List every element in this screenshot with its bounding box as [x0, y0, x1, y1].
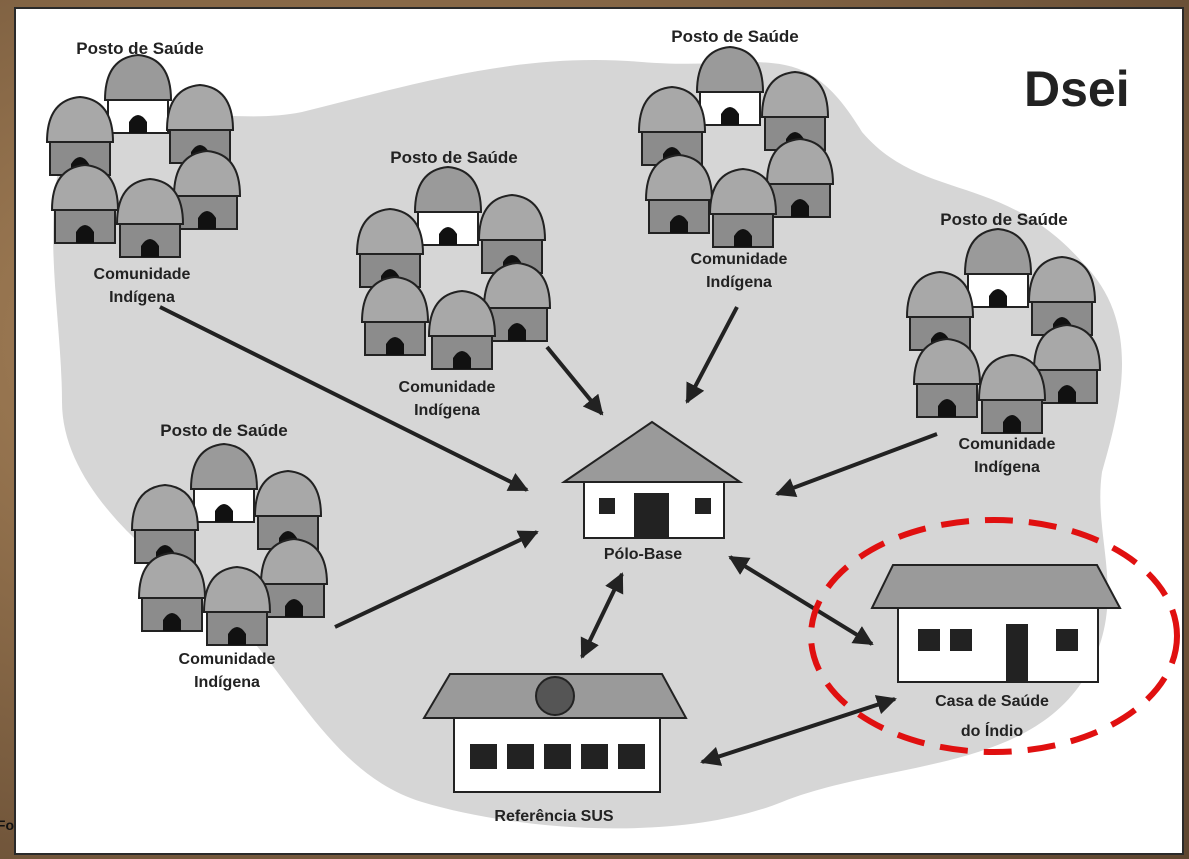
hut-icon [913, 338, 981, 418]
posto-hut [696, 46, 764, 126]
hut-icon [46, 96, 114, 176]
comunidade-label-line2: Indígena [194, 674, 260, 691]
hut-icon [138, 552, 206, 632]
diagram-frame: Dsei Posto de Saúde Comunidade Indígena … [14, 7, 1184, 855]
dsei-diagram: Dsei Posto de Saúde Comunidade Indígena … [46, 27, 1180, 829]
hut-icon [638, 86, 706, 166]
hut-icon [645, 154, 713, 234]
posto-label: Posto de Saúde [76, 39, 204, 58]
edge-text: Fo [0, 817, 14, 833]
hut-icon [203, 566, 271, 646]
comunidade-label-line1: Comunidade [94, 266, 191, 283]
diagram-title: Dsei [1024, 61, 1130, 117]
hut-icon [906, 271, 974, 351]
casa-de-saude-building: Casa de Saúde do Índio [870, 564, 1122, 740]
hut-icon [478, 194, 546, 274]
hut-icon [978, 354, 1046, 434]
comunidade-label-line2: Indígena [414, 402, 480, 419]
hut-icon [260, 538, 328, 618]
arrow-community-top-left-to-polo [159, 305, 529, 492]
hut-icon [356, 208, 424, 288]
hut-icon [173, 150, 241, 230]
hut-icon [254, 470, 322, 550]
hut-icon [116, 178, 184, 258]
hut-icon [761, 71, 829, 151]
comunidade-label-line1: Comunidade [691, 251, 788, 268]
arrow-community-top-right-to-polo [685, 306, 739, 404]
hut-icon [709, 168, 777, 248]
casa-label-line2: do Índio [961, 721, 1023, 740]
hut-icon [51, 164, 119, 244]
referencia-sus-building: Referência SUS [422, 673, 688, 825]
hut-icon [428, 290, 496, 370]
comunidade-label-line1: Comunidade [399, 379, 496, 396]
arrow-polo-referencia [580, 572, 624, 659]
community-lower-left: Posto de Saúde Comunidade Indígena [131, 421, 328, 691]
hut-icon [1028, 256, 1096, 336]
comunidade-label-line2: Indígena [706, 274, 772, 291]
posto-hut [414, 166, 482, 246]
arrow-polo-casa [728, 555, 874, 646]
polo-base-label: Pólo-Base [604, 546, 682, 563]
polo-base-building: Pólo-Base [560, 420, 744, 563]
community-top-right: Posto de Saúde Comunidade Indígena [638, 27, 834, 291]
arrow-community-lower-left-to-polo [334, 530, 539, 629]
arrow-community-right-to-polo [775, 432, 938, 498]
arrow-community-top-center-to-polo [545, 345, 604, 416]
posto-label: Posto de Saúde [160, 421, 288, 440]
casa-label-line1: Casa de Saúde [935, 693, 1049, 710]
posto-hut [190, 443, 258, 523]
comunidade-label-line1: Comunidade [179, 651, 276, 668]
comunidade-label-line2: Indígena [109, 289, 175, 306]
hut-icon [131, 484, 199, 564]
comunidade-label-line1: Comunidade [959, 436, 1056, 453]
community-right: Posto de Saúde Comunidade Indígena [906, 210, 1101, 476]
arrow-referencia-casa [700, 695, 897, 766]
posto-label: Posto de Saúde [940, 210, 1068, 229]
posto-label: Posto de Saúde [390, 148, 518, 167]
hut-icon [361, 276, 429, 356]
referencia-label: Referência SUS [494, 808, 613, 825]
arrows [159, 305, 938, 766]
posto-hut [964, 228, 1032, 308]
highlight-ellipse [808, 517, 1180, 755]
posto-hut [104, 54, 172, 134]
posto-label: Posto de Saúde [671, 27, 799, 46]
community-top-left: Posto de Saúde Comunidade Indígena [46, 39, 241, 306]
comunidade-label-line2: Indígena [974, 459, 1040, 476]
community-top-center: Posto de Saúde Comunidade Indígena [356, 148, 551, 419]
hut-icon [766, 138, 834, 218]
